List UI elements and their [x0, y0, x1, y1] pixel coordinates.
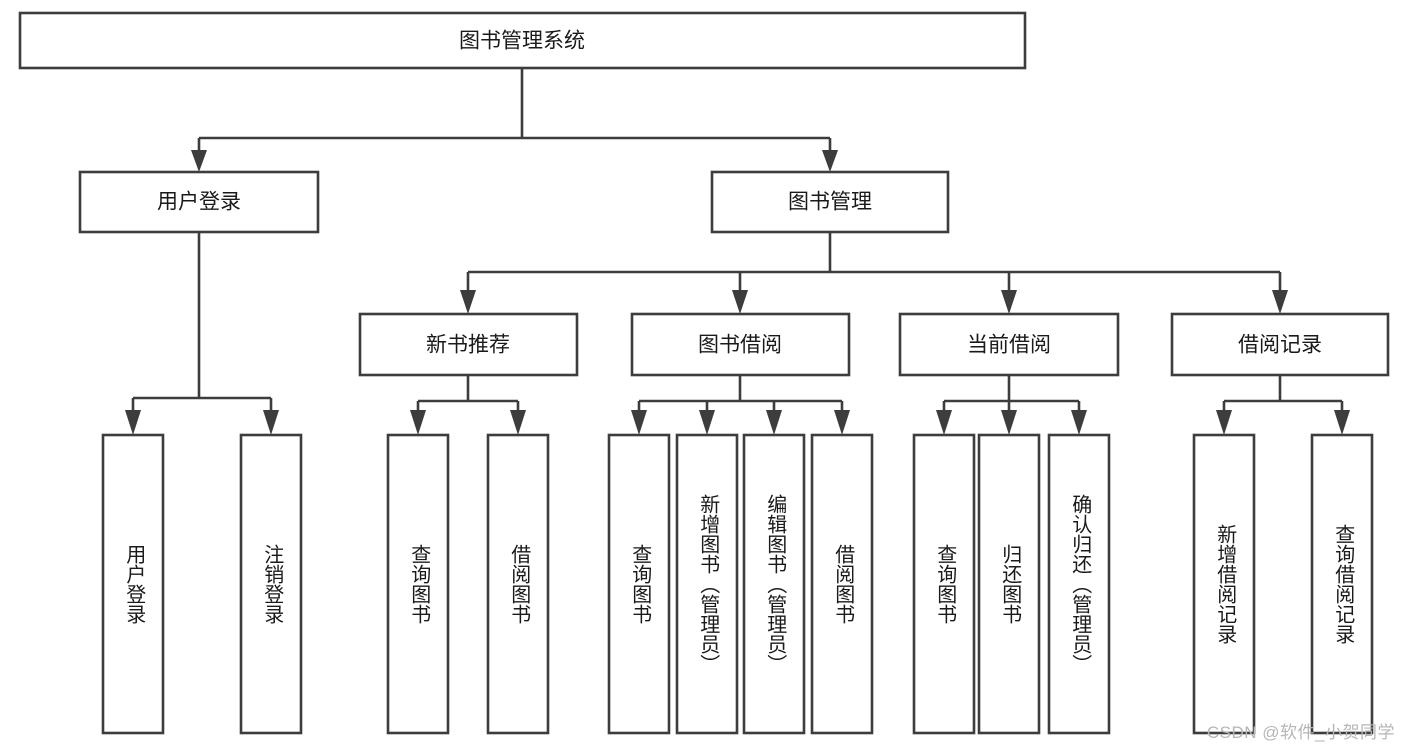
leaf-borrow-book-1-label: 借阅图书 [508, 544, 531, 624]
arrow-to-book-borrow [732, 290, 748, 314]
leaf-query-record[interactable]: 查询借阅记录 [1310, 433, 1374, 735]
leaf-query-book-3[interactable]: 查询图书 [912, 433, 976, 735]
arrow-to-borrow-record [1272, 290, 1288, 314]
node-borrow-record-label: 借阅记录 [1238, 334, 1322, 357]
leaf-add-book[interactable]: 新增图书（管理员） [675, 433, 739, 735]
node-book-borrow-box[interactable] [630, 312, 851, 377]
leaf-edit-book-box[interactable] [742, 433, 806, 735]
node-book-manage[interactable]: 图书管理 [710, 170, 950, 234]
leaf-user-login-box[interactable] [101, 433, 165, 735]
arrow-leaf-return-book [1001, 410, 1017, 435]
arrow-leaf-edit-book [766, 410, 782, 435]
node-current-borrow[interactable]: 当前借阅 [898, 312, 1120, 377]
arrow-leaf-logout [263, 410, 279, 435]
arrow-leaf-user-login [125, 410, 141, 435]
leaf-query-record-box[interactable] [1310, 433, 1374, 735]
leaf-borrow-book-2-box[interactable] [810, 433, 874, 735]
leaf-query-book-1[interactable]: 查询图书 [386, 433, 450, 735]
leaf-logout-box[interactable] [239, 433, 303, 735]
leaf-edit-book[interactable]: 编辑图书（管理员） [742, 433, 806, 735]
leaf-user-login[interactable]: 用户登录 [101, 433, 165, 735]
node-user-login-label: 用户登录 [157, 191, 241, 214]
leaf-return-book-box[interactable] [977, 433, 1041, 735]
node-user-login-box[interactable] [78, 170, 320, 234]
arrow-leaf-add-book [699, 410, 715, 435]
leaf-borrow-book-1[interactable]: 借阅图书 [486, 433, 550, 735]
arrow-leaf-query-record [1334, 410, 1350, 435]
leaf-query-book-1-box[interactable] [386, 433, 450, 735]
node-new-book-rec-label: 新书推荐 [426, 334, 510, 357]
node-borrow-record[interactable]: 借阅记录 [1170, 312, 1390, 377]
leaf-confirm-return-box[interactable] [1047, 433, 1111, 735]
leaf-query-book-2-label: 查询图书 [629, 544, 652, 624]
node-new-book-rec-box[interactable] [358, 312, 579, 377]
leaf-query-book-1-label: 查询图书 [408, 544, 431, 624]
connector-group [125, 68, 1350, 435]
leaf-borrow-book-2[interactable]: 借阅图书 [810, 433, 874, 735]
arrow-leaf-query-book-1 [410, 410, 426, 435]
leaf-edit-book-label: 编辑图书（管理员） [764, 494, 787, 674]
leaf-borrow-book-1-box[interactable] [486, 433, 550, 735]
leaf-query-record-label: 查询借阅记录 [1332, 524, 1355, 644]
leaf-add-record-box[interactable] [1192, 433, 1256, 735]
leaf-add-book-box[interactable] [675, 433, 739, 735]
node-user-login[interactable]: 用户登录 [78, 170, 320, 234]
leaf-add-record-label: 新增借阅记录 [1214, 524, 1237, 644]
leaf-confirm-return-label: 确认归还（管理员） [1069, 494, 1092, 674]
arrow-leaf-query-book-3 [936, 410, 952, 435]
arrow-to-current-borrow [1001, 290, 1017, 314]
arrow-to-book-manage [822, 150, 838, 172]
leaf-logout-label: 注销登录 [261, 544, 284, 624]
leaf-borrow-book-2-label: 借阅图书 [832, 544, 855, 624]
arrow-to-new-book-rec [460, 290, 476, 314]
arrow-leaf-borrow-book-1 [510, 410, 526, 435]
leaf-logout[interactable]: 注销登录 [239, 433, 303, 735]
leaf-add-record[interactable]: 新增借阅记录 [1192, 433, 1256, 735]
arrow-leaf-confirm-return [1071, 410, 1087, 435]
node-root[interactable]: 图书管理系统 [18, 11, 1027, 70]
arrow-to-user-login [191, 150, 207, 172]
node-borrow-record-box[interactable] [1170, 312, 1390, 377]
node-new-book-rec[interactable]: 新书推荐 [358, 312, 579, 377]
leaf-user-login-label: 用户登录 [123, 544, 146, 624]
node-book-manage-label: 图书管理 [788, 191, 872, 214]
node-book-borrow[interactable]: 图书借阅 [630, 312, 851, 377]
leaf-return-book[interactable]: 归还图书 [977, 433, 1041, 735]
leaf-return-book-label: 归还图书 [999, 544, 1022, 624]
leaf-query-book-3-box[interactable] [912, 433, 976, 735]
node-book-borrow-label: 图书借阅 [698, 334, 782, 357]
leaf-add-book-label: 新增图书（管理员） [697, 494, 720, 674]
leaf-query-book-3-label: 查询图书 [934, 544, 957, 624]
node-root-label: 图书管理系统 [459, 30, 585, 53]
node-root-box[interactable] [18, 11, 1027, 70]
leaf-query-book-2[interactable]: 查询图书 [607, 433, 671, 735]
node-book-manage-box[interactable] [710, 170, 950, 234]
node-current-borrow-box[interactable] [898, 312, 1120, 377]
arrow-leaf-borrow-book-2 [834, 410, 850, 435]
leaf-confirm-return[interactable]: 确认归还（管理员） [1047, 433, 1111, 735]
arrow-leaf-query-book-2 [631, 410, 647, 435]
leaf-query-book-2-box[interactable] [607, 433, 671, 735]
arrow-leaf-add-record [1216, 410, 1232, 435]
node-current-borrow-label: 当前借阅 [967, 334, 1051, 357]
